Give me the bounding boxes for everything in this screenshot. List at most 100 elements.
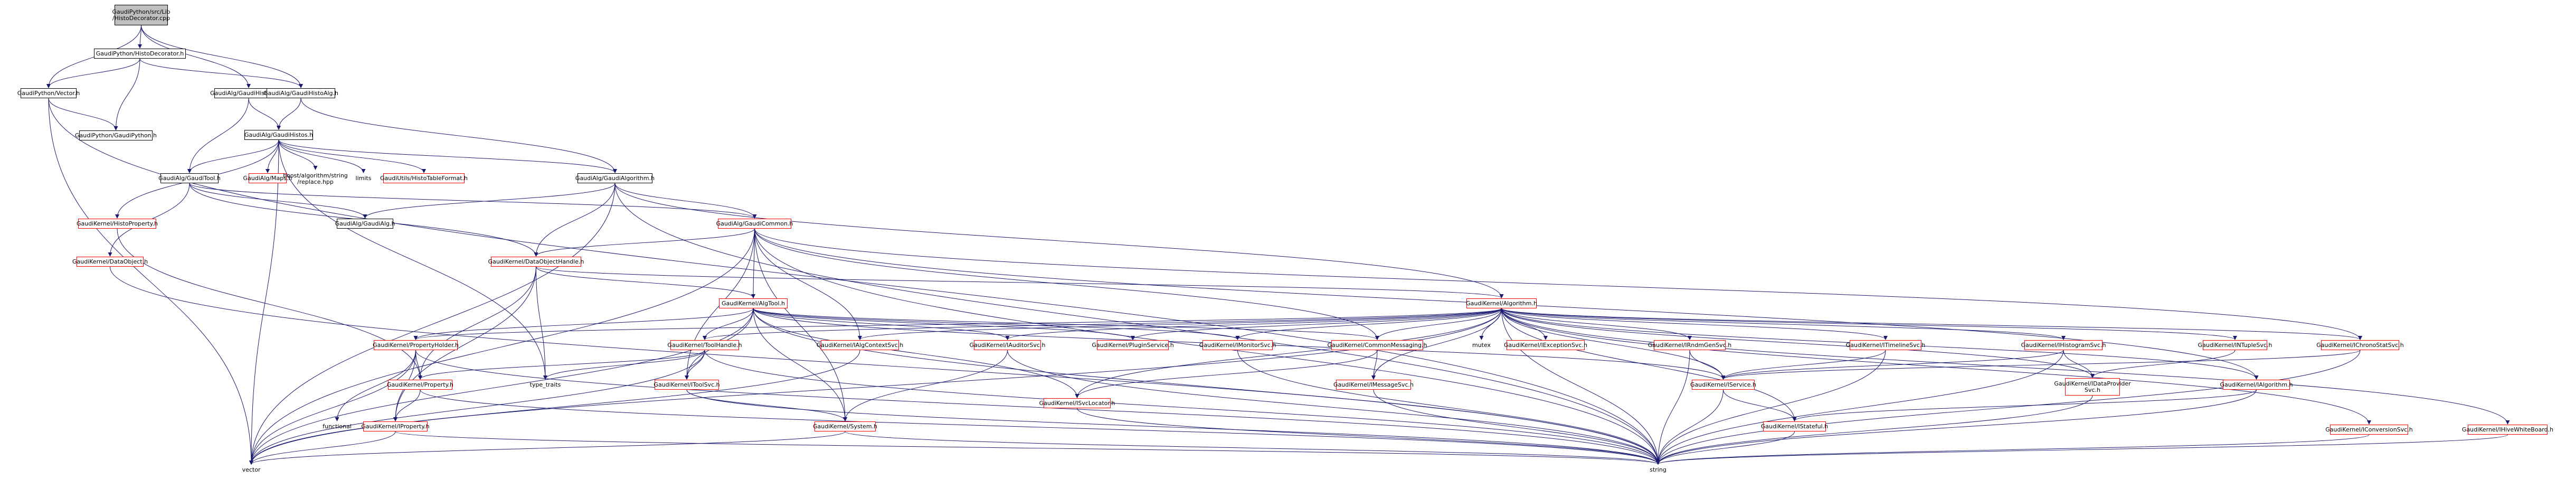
edge-gaudihistos-to-maps: [266, 139, 279, 173]
node-rndmgensvc[interactable]: GaudiKernel/IRndmGenSvc.h: [1648, 340, 1731, 350]
node-property[interactable]: GaudiKernel/Property.h: [387, 380, 453, 390]
edge-iservice-to-istatefull: [1723, 389, 1797, 421]
node-gaudihistos[interactable]: GaudiAlg/GaudiHistos.h: [244, 130, 313, 140]
edge-dataobjhandle-to-iproperty: [393, 266, 536, 421]
edge-chronostatsvc-to-string: [1656, 350, 2361, 465]
edge-algtool-to-propertyholder: [413, 308, 754, 340]
node-algorithm[interactable]: GaudiKernel/Algorithm.h: [1466, 298, 1537, 308]
node-histodec[interactable]: GaudiPython/HistoDecorator.h: [94, 49, 186, 59]
node-toolhandle[interactable]: GaudiKernel/ToolHandle.h: [667, 340, 742, 350]
node-gphvector[interactable]: GaudiPython/Vector.h: [17, 88, 80, 98]
node-iservice[interactable]: GaudiKernel/IService.h: [1690, 380, 1756, 390]
edge-gaudihistos-to-tableformat: [278, 139, 426, 173]
edge-histodec-to-gphvector: [46, 58, 140, 88]
node-hivewhiteboard[interactable]: GaudiKernel/IHiveWhiteBoard.h: [2462, 425, 2553, 435]
edge-hivewhiteboard-to-string: [1656, 434, 2508, 465]
node-timelinesvc[interactable]: GaudiKernel/ITimelineSvc.h: [1846, 340, 1925, 350]
node-propertyholder[interactable]: GaudiKernel/PropertyHolder.h: [373, 340, 459, 350]
node-gaudicommon[interactable]: GaudiAlg/GaudiCommon.h: [716, 219, 793, 229]
node-istatefull[interactable]: GaudiKernel/IStateful.h: [1761, 421, 1828, 431]
edge-toolhandle-to-property: [418, 350, 705, 380]
node-algtool[interactable]: GaudiKernel/AlgTool.h: [719, 298, 788, 308]
node-dataobject[interactable]: GaudiKernel/DataObject.h: [72, 257, 148, 267]
edge-itoolsvc-to-string: [686, 389, 1660, 465]
node-iconversionsvc[interactable]: GaudiKernel/IConversionSvc.h: [2325, 425, 2413, 435]
node-chronostatsvc[interactable]: GaudiKernel/IChronoStatSvc.h: [2316, 340, 2404, 350]
edge-gaudicommon-to-algcontextsvc: [754, 228, 862, 340]
node-dataobjhandle[interactable]: GaudiKernel/DataObjectHandle.h: [488, 257, 584, 267]
edge-algtool-to-monitorsvc: [753, 308, 1240, 340]
edge-gaudicommon-to-dataobjhandle: [534, 228, 755, 257]
edge-chronostatsvc-to-iservice: [1721, 350, 2361, 380]
node-idataprovider[interactable]: GaudiKernel/IDataProvider Svc.h: [2054, 378, 2131, 396]
edge-gaudihistos-to-gaudialgorithm: [278, 139, 617, 173]
node-ialgorithm[interactable]: GaudiKernel/IAlgorithm.h: [2220, 380, 2293, 390]
node-gaudialg[interactable]: GaudiAlg/GaudiAlg.h: [335, 219, 395, 229]
node-algcontextsvc[interactable]: GaudiKernel/IAlgContextSvc.h: [817, 340, 903, 350]
node-imessagesvc[interactable]: GaudiKernel/IMessageSvc.h: [1333, 380, 1414, 390]
node-pluginservice[interactable]: GaudiKernel/PluginService.h: [1092, 340, 1174, 350]
node-auditorsvc[interactable]: GaudiKernel/IAuditorSvc.h: [970, 340, 1045, 350]
edge-algorithm-to-imessagesvc: [1371, 308, 1502, 380]
edge-gaudicommon-to-isystem: [754, 228, 847, 421]
node-histoalg[interactable]: GaudiAlg/GaudiHistoAlg.h: [263, 88, 338, 98]
node-gaudialgorithm[interactable]: GaudiAlg/GaudiAlgorithm.h: [575, 173, 655, 183]
edge-algorithm-to-idataprovider: [1501, 308, 2095, 378]
node-iproperty[interactable]: GaudiKernel/IProperty.h: [361, 421, 430, 431]
node-itoolsvc[interactable]: GaudiKernel/IToolSvc.h: [654, 380, 720, 390]
edge-rndmgensvc-to-string: [1656, 350, 1690, 465]
node-exceptionsvc[interactable]: GaudiKernel/IExceptionSvc.h: [1504, 340, 1587, 350]
edge-algorithm-to-ntuplesvc: [1501, 308, 2237, 340]
node-monitorsvc[interactable]: GaudiKernel/IMonitorSvc.h: [1199, 340, 1276, 350]
node-root[interactable]: GaudiPython/src/Lib /HistoDecorator.cpp: [112, 5, 171, 25]
edge-algorithm-to-isvclocator: [1075, 308, 1502, 398]
edge-rndmgensvc-to-iservice: [1689, 350, 1726, 380]
edge-auditorsvc-to-isystem: [843, 350, 1008, 421]
edge-gaudihistos-to-limits: [278, 139, 366, 173]
node-limits: limits: [355, 174, 372, 182]
edge-monitorsvc-to-string: [1237, 350, 1660, 465]
edge-algtool-to-commonmessaging: [753, 308, 1379, 340]
edge-histotool-to-gauditool: [187, 98, 249, 173]
edge-algorithm-to-iservice: [1501, 308, 1726, 380]
edge-histodec-to-histoalg: [139, 58, 303, 88]
edge-gaudialgorithm-to-gaudicommon: [614, 183, 757, 219]
node-boostalgo: boost/algorithm/string /replace.hpp: [283, 172, 348, 185]
edge-algorithm-to-string: [1501, 308, 1660, 465]
node-vector: vector: [242, 466, 261, 473]
edge-iproperty-to-vector: [249, 431, 396, 465]
edge-gaudihistos-to-gauditool: [187, 139, 279, 173]
edge-gphvector-to-gphgp: [48, 98, 118, 130]
node-commonmessaging[interactable]: GaudiKernel/CommonMessaging.h: [1328, 340, 1427, 350]
edge-commonmessaging-to-imessagesvc: [1371, 350, 1378, 380]
edge-imessagesvc-to-string: [1373, 389, 1660, 465]
node-isvclocator[interactable]: GaudiKernel/ISvcLocator.h: [1039, 398, 1115, 408]
edge-algorithm-to-hivewhiteboard: [1501, 308, 2510, 425]
edge-iproperty-to-string: [395, 431, 1660, 465]
edge-algtool-to-toolhandle: [703, 308, 754, 340]
edge-algorithm-to-commonmessaging: [1375, 308, 1502, 340]
node-gauditool[interactable]: GaudiAlg/GaudiTool.h: [158, 173, 221, 183]
edge-root-to-histotool: [141, 25, 251, 88]
node-maps[interactable]: GaudiAlg/Maps.h: [243, 173, 292, 183]
edge-algorithm-to-histogramsvc: [1501, 308, 2066, 340]
edge-isvclocator-to-string: [1077, 408, 1660, 465]
edge-auditorsvc-to-string: [1007, 350, 1660, 465]
edge-gphvector-to-string: [48, 98, 1660, 465]
node-histogramsvc[interactable]: GaudiKernel/IHistogramSvc.h: [2021, 340, 2106, 350]
node-isystem[interactable]: GaudiKernel/System.h: [813, 421, 877, 431]
edge-timelinesvc-to-iservice: [1721, 350, 1886, 380]
node-gphgp[interactable]: GaudiPython/GaudiPython.h: [75, 130, 157, 140]
edge-algorithm-to-monitorsvc: [1235, 308, 1502, 340]
edge-gaudialgorithm-to-gaudialg: [363, 183, 615, 219]
edge-ialgorithm-to-string: [1656, 389, 2257, 465]
node-ntuplesvc[interactable]: GaudiKernel/INTupleSvc.h: [2198, 340, 2272, 350]
node-histoproperty[interactable]: GaudiKernel/HistoProperty.h: [77, 219, 158, 229]
edge-algorithm-to-algcontextsvc: [858, 308, 1502, 340]
edge-algtool-to-auditorsvc: [753, 308, 1010, 340]
edge-toolhandle-to-vector: [249, 350, 705, 465]
edge-isystem-to-vector: [249, 431, 846, 465]
node-tableformat[interactable]: GaudiUtils/HistoTableFormat.h: [380, 173, 468, 183]
edge-algtool-to-isystem: [753, 308, 847, 421]
